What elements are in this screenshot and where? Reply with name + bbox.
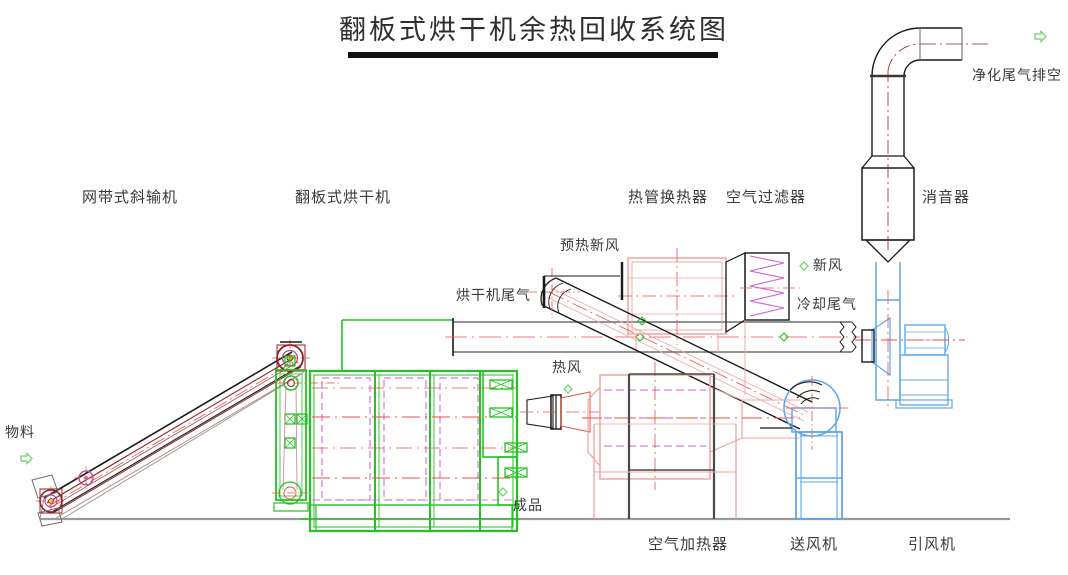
label-flip-plate-dryer: 翻板式烘干机 [295, 189, 392, 206]
induced-draft-fan-graphic [855, 262, 965, 410]
label-dryer-exhaust: 烘干机尾气 [456, 287, 531, 303]
air-filter-graphic [725, 252, 800, 334]
label-air-heater: 空气加热器 [648, 536, 729, 553]
title-underline [348, 52, 718, 58]
label-finished-product: 成品 [513, 497, 543, 513]
dryer-discharge-assembly [482, 370, 528, 506]
label-hot-air: 热风 [552, 359, 582, 375]
air-heater-graphic [582, 362, 800, 519]
material-inlet-hopper [31, 474, 63, 527]
label-induced-draft-fan: 引风机 [908, 536, 957, 553]
label-heat-pipe-exchanger: 热管换热器 [628, 189, 709, 206]
label-fresh-air: 新风 [813, 257, 843, 273]
mesh-belt-inclined-conveyor-graphic [31, 340, 310, 527]
flow-arrow-icon-purified-exhaust [1034, 30, 1047, 43]
label-cooling-exhaust: 冷却尾气 [797, 296, 857, 312]
hot-air-duct [520, 391, 600, 433]
label-air-filter: 空气过滤器 [726, 189, 807, 206]
label-silencer: 消音器 [922, 189, 971, 206]
page-title: 翻板式烘干机余热回收系统图 [339, 15, 729, 45]
conveyor-mid-idler [74, 466, 98, 490]
heat-pipe-heat-exchanger-graphic [618, 248, 736, 352]
label-preheated-fresh-air: 预热新风 [560, 237, 620, 253]
label-material-inlet: 物料 [5, 424, 35, 440]
label-purified-exhaust-discharge: 净化尾气排空 [972, 67, 1062, 83]
cooling-exhaust-duct [520, 320, 746, 520]
label-supply-fan: 送风机 [790, 536, 839, 553]
dryer-drive-assembly [272, 355, 340, 512]
silencer-graphic [861, 27, 992, 263]
label-mesh-belt-inclined-conveyor: 网带式斜输机 [82, 189, 179, 206]
preheated-fresh-air-duct [528, 268, 813, 430]
flow-arrow-icon-product [498, 487, 508, 497]
flip-plate-dryer-graphic [272, 319, 528, 533]
supply-fan-graphic [760, 376, 850, 520]
flow-arrow-icon-hot-air [563, 384, 573, 394]
flow-arrow-icon-fresh-air [799, 261, 809, 271]
flow-arrow-icon-material [20, 452, 33, 465]
conveyor-tail-pulley [36, 486, 66, 516]
